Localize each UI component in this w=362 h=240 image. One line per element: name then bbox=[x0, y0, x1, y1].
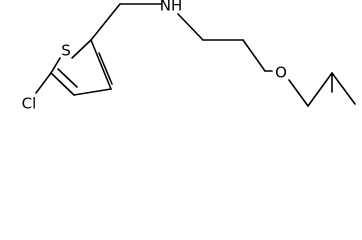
bond-s-c2 bbox=[71, 39, 92, 59]
bond-c4-c5 bbox=[50, 72, 75, 96]
oxygen-atom-label: O bbox=[275, 64, 287, 82]
chlorine-atom-label: Cl bbox=[22, 95, 37, 113]
bond-ch-ch3-a bbox=[331, 72, 356, 105]
nitrogen-atom-label: NH bbox=[160, 0, 183, 15]
bond-c2chain-c3chain bbox=[242, 39, 266, 72]
bond-ch2-ch bbox=[307, 72, 333, 107]
bond-c5-s bbox=[50, 57, 61, 74]
sulfur-atom-label: S bbox=[61, 42, 71, 60]
bond-c5-cl bbox=[35, 72, 52, 94]
bond-c2-c3-double bbox=[98, 52, 113, 85]
molecule-structure: S Cl NH O bbox=[22, 0, 356, 113]
bond-c3-c4 bbox=[73, 88, 112, 96]
bond-c2-ch2 bbox=[90, 3, 121, 41]
bond-c4-c5-double bbox=[57, 68, 78, 88]
bond-c2-c3 bbox=[90, 39, 112, 90]
bond-o-ch2 bbox=[288, 79, 309, 107]
bond-n-c1 bbox=[177, 13, 204, 41]
